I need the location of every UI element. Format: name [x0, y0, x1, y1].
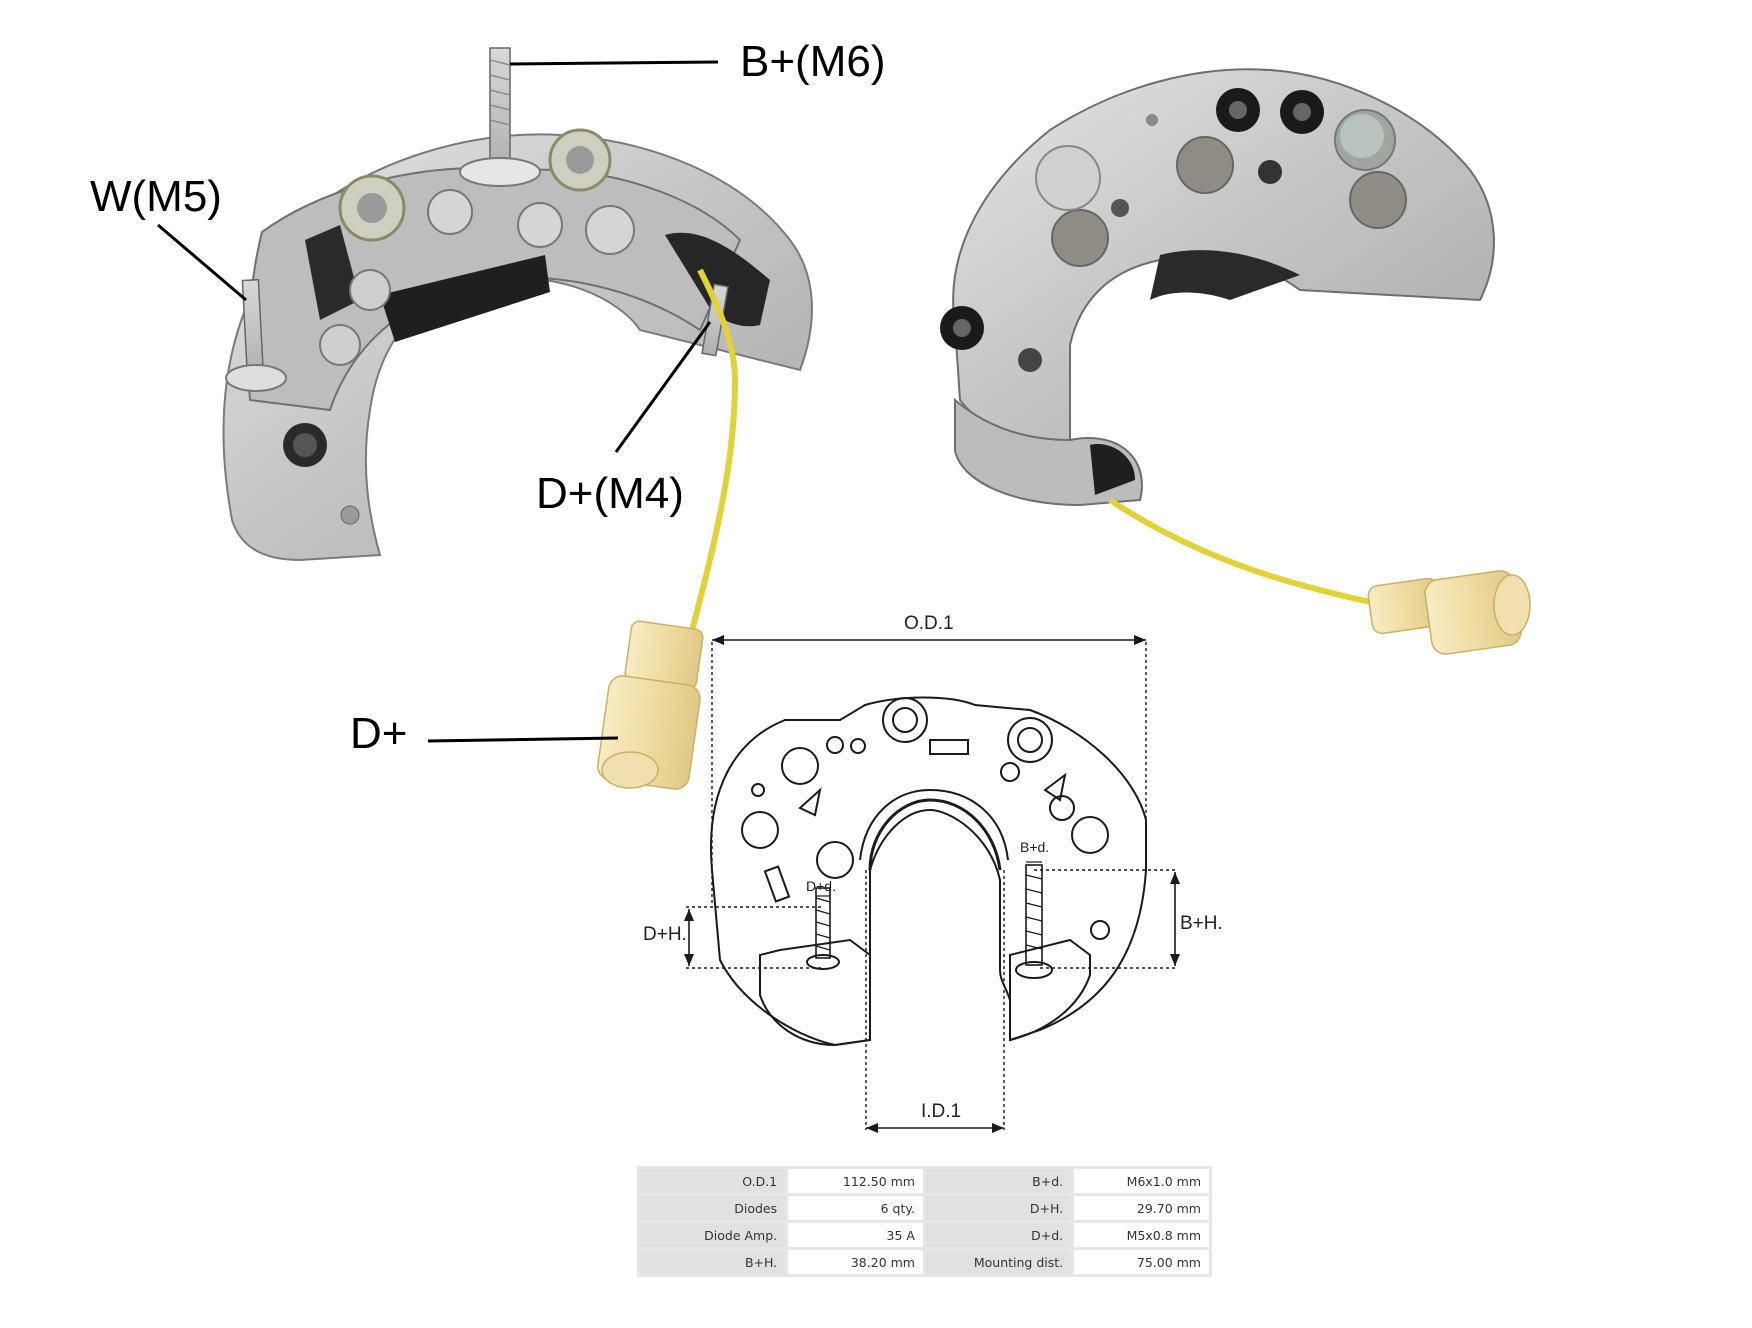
callout-line-b-plus	[509, 60, 719, 66]
d-plus-wire-left	[680, 268, 739, 657]
spec-value: 112.50 mm	[788, 1169, 923, 1193]
table-row: Diode Amp. 35 A D+d. M5x0.8 mm	[640, 1223, 1209, 1247]
spec-key: O.D.1	[640, 1169, 786, 1193]
label-w-m5: W(M5)	[90, 172, 222, 221]
callout-line-w	[157, 223, 247, 302]
spec-key: Diode Amp.	[640, 1223, 786, 1247]
callout-line-d-plus-m4	[614, 321, 712, 453]
spec-key: B+d.	[925, 1169, 1072, 1193]
spec-table: O.D.1 112.50 mm B+d. M6x1.0 mm Diodes 6 …	[637, 1166, 1212, 1277]
label-d-plus: D+	[350, 709, 408, 758]
dim-d-plus-d: D+d.	[806, 878, 836, 894]
label-d-plus-m4: D+(M4)	[536, 469, 684, 518]
spec-key: Diodes	[640, 1196, 786, 1220]
spec-value: 6 qty.	[788, 1196, 923, 1220]
spec-value: M5x0.8 mm	[1074, 1223, 1209, 1247]
dimension-drawing	[684, 635, 1180, 1133]
spec-value: M6x1.0 mm	[1074, 1169, 1209, 1193]
dim-od1: O.D.1	[904, 613, 954, 634]
callout-line-d-plus	[427, 736, 619, 743]
d-plus-connector-left	[597, 620, 704, 790]
black-insulator	[380, 255, 550, 342]
table-row: B+H. 38.20 mm Mounting dist. 75.00 mm	[640, 1250, 1209, 1274]
d-plus-wire-right	[1108, 497, 1386, 608]
dim-id1: I.D.1	[921, 1101, 962, 1122]
spec-key: D+H.	[925, 1196, 1072, 1220]
spec-value: 75.00 mm	[1074, 1250, 1209, 1274]
rectifier-front-photo	[222, 47, 813, 790]
spec-key: D+d.	[925, 1223, 1072, 1247]
spec-value: 29.70 mm	[1074, 1196, 1209, 1220]
table-row: O.D.1 112.50 mm B+d. M6x1.0 mm	[640, 1169, 1209, 1193]
rectifier-back-photo	[940, 68, 1531, 655]
table-row: Diodes 6 qty. D+H. 29.70 mm	[640, 1196, 1209, 1220]
spec-value: 35 A	[788, 1223, 923, 1247]
label-b-plus-m6: B+(M6)	[740, 37, 886, 86]
spec-key: Mounting dist.	[925, 1250, 1072, 1274]
dim-b-plus-h: B+H.	[1180, 913, 1223, 934]
d-plus-connector-right	[1367, 570, 1531, 655]
dim-b-plus-d: B+d.	[1020, 839, 1050, 855]
spec-key: B+H.	[640, 1250, 786, 1274]
dim-d-plus-h: D+H.	[643, 924, 687, 945]
spec-value: 38.20 mm	[788, 1250, 923, 1274]
